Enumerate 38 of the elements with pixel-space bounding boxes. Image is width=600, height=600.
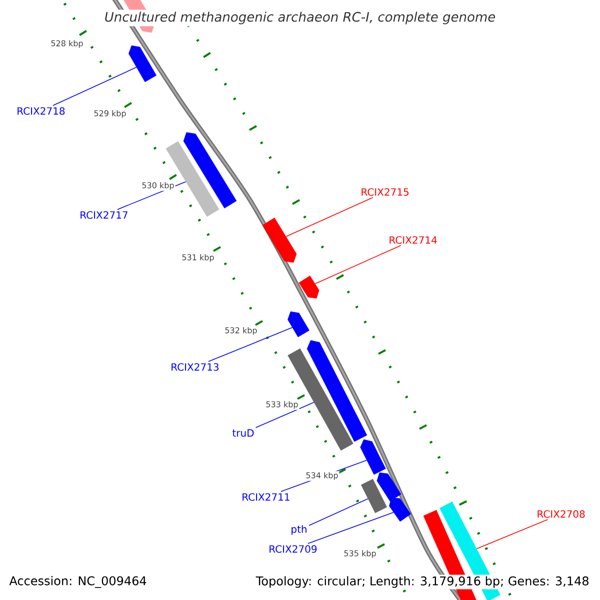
gene-block bbox=[183, 132, 237, 208]
gene-label: pth bbox=[292, 525, 306, 535]
gene-block bbox=[389, 498, 411, 522]
leader-line bbox=[476, 519, 548, 550]
leader-line bbox=[308, 498, 368, 526]
tick-label: 534 kbp bbox=[304, 471, 340, 481]
tick-label: 532 kbp bbox=[224, 326, 258, 336]
gene-block bbox=[262, 218, 297, 263]
gene-label: RCIX2715 bbox=[362, 188, 409, 196]
gene-block bbox=[360, 439, 386, 475]
leader-line bbox=[52, 66, 137, 106]
gene-label: truD bbox=[232, 429, 254, 437]
gene-block bbox=[376, 472, 402, 502]
leader-line bbox=[308, 512, 394, 544]
gene-label: RCIX2717 bbox=[80, 211, 128, 219]
leader-line bbox=[208, 327, 293, 362]
leader-line bbox=[314, 245, 402, 284]
gene-block bbox=[128, 45, 156, 82]
gene-block bbox=[288, 311, 310, 338]
gene-bar bbox=[360, 478, 388, 514]
tick-label: 529 kbp bbox=[92, 109, 128, 119]
gene-label: RCIX2709 bbox=[270, 545, 317, 553]
gene-block bbox=[298, 276, 320, 298]
tick-label: 531 kbp bbox=[180, 253, 216, 263]
gene-label: RCIX2714 bbox=[390, 236, 437, 244]
accession-text: Accession: NC_009464 bbox=[9, 576, 146, 588]
leader-line bbox=[286, 197, 374, 237]
gene-label: RCIX2708 bbox=[538, 510, 585, 518]
tick-label: 533 kbp bbox=[264, 400, 300, 410]
genome-info-text: Topology: circular; Length: 3,179,916 bp; Genes: 3,148 bbox=[254, 574, 591, 590]
gene-block bbox=[306, 340, 368, 442]
tick-label: 535 kbp bbox=[342, 549, 378, 559]
tick-label: 530 kbp bbox=[140, 181, 176, 191]
tick-label: 528 kbp bbox=[50, 39, 84, 49]
gene-label: RCIX2711 bbox=[242, 493, 290, 501]
gene-label: RCIX2713 bbox=[172, 363, 218, 371]
gene-label: RCIX2718 bbox=[18, 107, 65, 115]
leader-line bbox=[255, 402, 314, 428]
